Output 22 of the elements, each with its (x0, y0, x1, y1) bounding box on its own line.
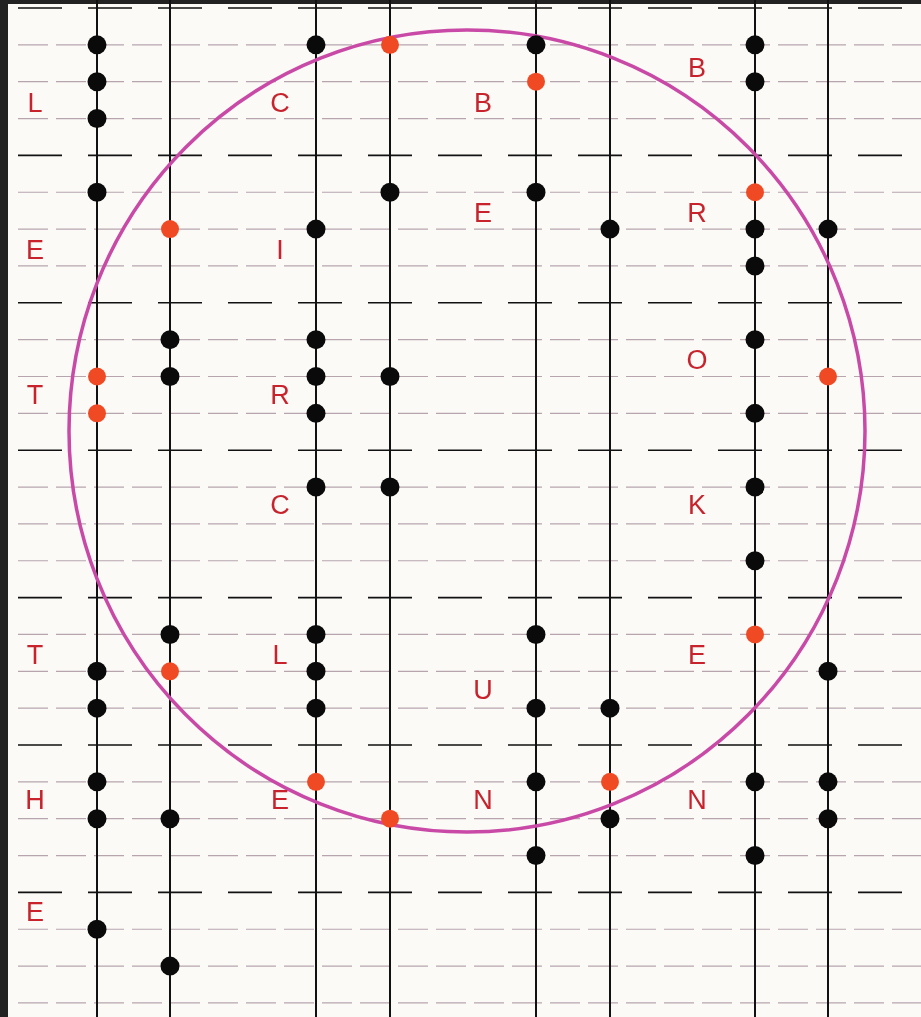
letter: B (474, 89, 492, 117)
letter: E (26, 236, 44, 264)
letter: O (686, 346, 708, 374)
letter: T (26, 381, 44, 409)
letter: R (270, 381, 290, 409)
letter: I (276, 236, 284, 264)
letter: B (688, 54, 706, 82)
letter: U (473, 676, 493, 704)
letter: E (26, 898, 44, 926)
letter: L (27, 89, 43, 117)
letter: E (271, 786, 289, 814)
letter: E (474, 199, 492, 227)
letter: N (473, 786, 493, 814)
letter: C (270, 491, 290, 519)
letter: E (688, 641, 706, 669)
letter: H (25, 786, 45, 814)
letter: L (272, 641, 288, 669)
letter: N (687, 786, 707, 814)
letter: C (270, 89, 290, 117)
letter: R (687, 199, 707, 227)
letter: K (688, 491, 706, 519)
letter: T (26, 641, 44, 669)
